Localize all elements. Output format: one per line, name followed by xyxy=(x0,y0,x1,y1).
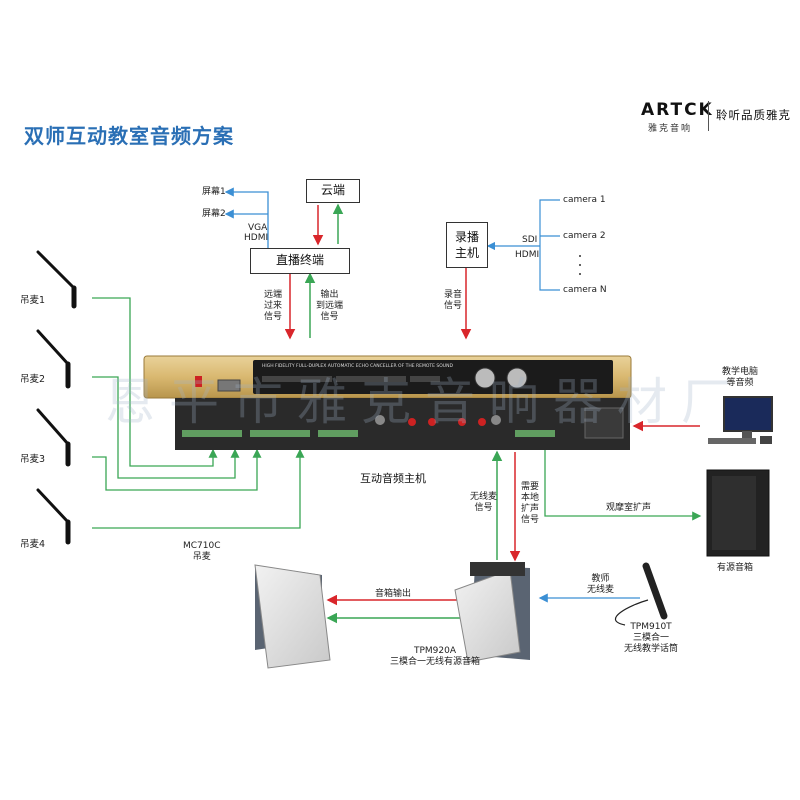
teacher-mic-label: 教师无线麦 xyxy=(587,574,615,595)
camera-1-label: camera 1 xyxy=(563,195,606,205)
mic-1-label: 吊麦1 xyxy=(20,295,46,306)
watermark: 恩平市雅克音响器材厂 xyxy=(105,373,745,431)
mic-links xyxy=(92,297,305,529)
panel-text: HIGH FIDELITY FULL-DUPLEX AUTOMATIC ECHO… xyxy=(262,364,453,369)
room-amp-label: 观摩室扩声 xyxy=(606,503,652,513)
remote-out-label: 输出到远端信号 xyxy=(316,290,344,322)
active-speaker-drawing xyxy=(706,469,770,557)
local-amp-label: 需要本地 扩声信号 xyxy=(521,482,540,525)
camera-n-label: camera N xyxy=(563,285,607,295)
page-title: 双师互动教室音频方案 xyxy=(24,124,234,148)
hdmi-rec-label: HDMI xyxy=(515,250,540,260)
brand-logo: ARTCK xyxy=(641,100,714,120)
record-signal-label: 录音信号 xyxy=(444,290,463,311)
pc-label: 教学电脑等音频 xyxy=(722,367,759,388)
mic-3-label: 吊麦3 xyxy=(20,454,46,465)
recorder-label-2: 主机 xyxy=(454,246,479,260)
active-speaker-label: 有源音箱 xyxy=(717,563,754,573)
tpm920a-left-drawing xyxy=(254,564,331,669)
screen-2-label: 屏幕2 xyxy=(202,209,226,219)
main-unit-device xyxy=(143,355,632,450)
camera-2-label: camera 2 xyxy=(563,231,606,241)
speaker-output-label: 音箱输出 xyxy=(375,589,412,599)
tpm920a-main-drawing xyxy=(454,562,530,663)
mic-4-label: 吊麦4 xyxy=(20,539,46,550)
cloud-box: 云端 xyxy=(306,179,360,203)
screen-links xyxy=(224,187,269,248)
remote-in-label: 远端过来信号 xyxy=(264,290,283,322)
screen-1-label: 屏幕1 xyxy=(202,187,226,197)
room-amp-arrow xyxy=(544,450,702,521)
live-terminal-box: 直播终端 xyxy=(250,248,350,274)
camera-links xyxy=(486,199,560,291)
tpm910t-drawing xyxy=(615,562,668,626)
pc-drawing xyxy=(708,396,773,444)
hanging-mic-drawings xyxy=(36,250,77,545)
recorder-label-1: 录播 xyxy=(454,230,479,244)
hdmi-live-label: HDMI xyxy=(244,233,269,243)
brand-sub: 雅克音响 xyxy=(648,124,693,134)
vga-label: VGA xyxy=(248,223,268,233)
mic-2-label: 吊麦2 xyxy=(20,374,46,385)
sdi-label: SDI xyxy=(522,235,538,245)
wireless-signal-label: 无线麦信号 xyxy=(470,492,498,513)
camera-ellipsis xyxy=(579,255,581,275)
brand-divider xyxy=(708,101,709,131)
recorder-box: 录播 主机 xyxy=(446,222,488,268)
brand-slogan: 聆听品质雅克 xyxy=(716,108,791,122)
main-unit-label: 互动音频主机 xyxy=(360,472,426,485)
